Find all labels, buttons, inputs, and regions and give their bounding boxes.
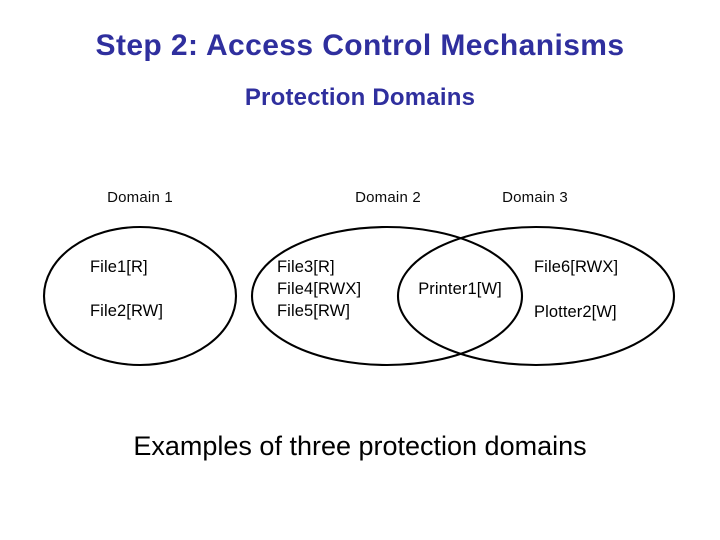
intersection-item: Printer1[W] [418, 280, 502, 298]
domain-1-item: File2[RW] [90, 302, 163, 320]
domain-3-label: Domain 3 [502, 189, 568, 206]
domain-1-label: Domain 1 [107, 189, 173, 206]
domain-2-item: File5[RW] [277, 302, 350, 320]
venn-diagram-svg: Domain 1 Domain 2 Domain 3 File1[R] File… [42, 189, 676, 367]
domain-2-item: File3[R] [277, 258, 335, 276]
domain-3-item: Plotter2[W] [534, 303, 617, 321]
figure-caption: Examples of three protection domains [133, 431, 587, 461]
domain-3-item: File6[RWX] [534, 258, 618, 276]
venn-diagram: Domain 1 Domain 2 Domain 3 File1[R] File… [0, 176, 720, 376]
domain-1-ellipse [42, 225, 238, 367]
domain-1-item: File1[R] [90, 258, 148, 276]
domain-3-ellipse [396, 225, 676, 367]
domain-2-label: Domain 2 [355, 189, 421, 206]
domain-2-ellipse [250, 225, 524, 367]
page-subtitle: Protection Domains [244, 84, 476, 111]
domain-2-item: File4[RWX] [277, 280, 361, 298]
page-title: Step 2: Access Control Mechanisms [95, 29, 625, 62]
